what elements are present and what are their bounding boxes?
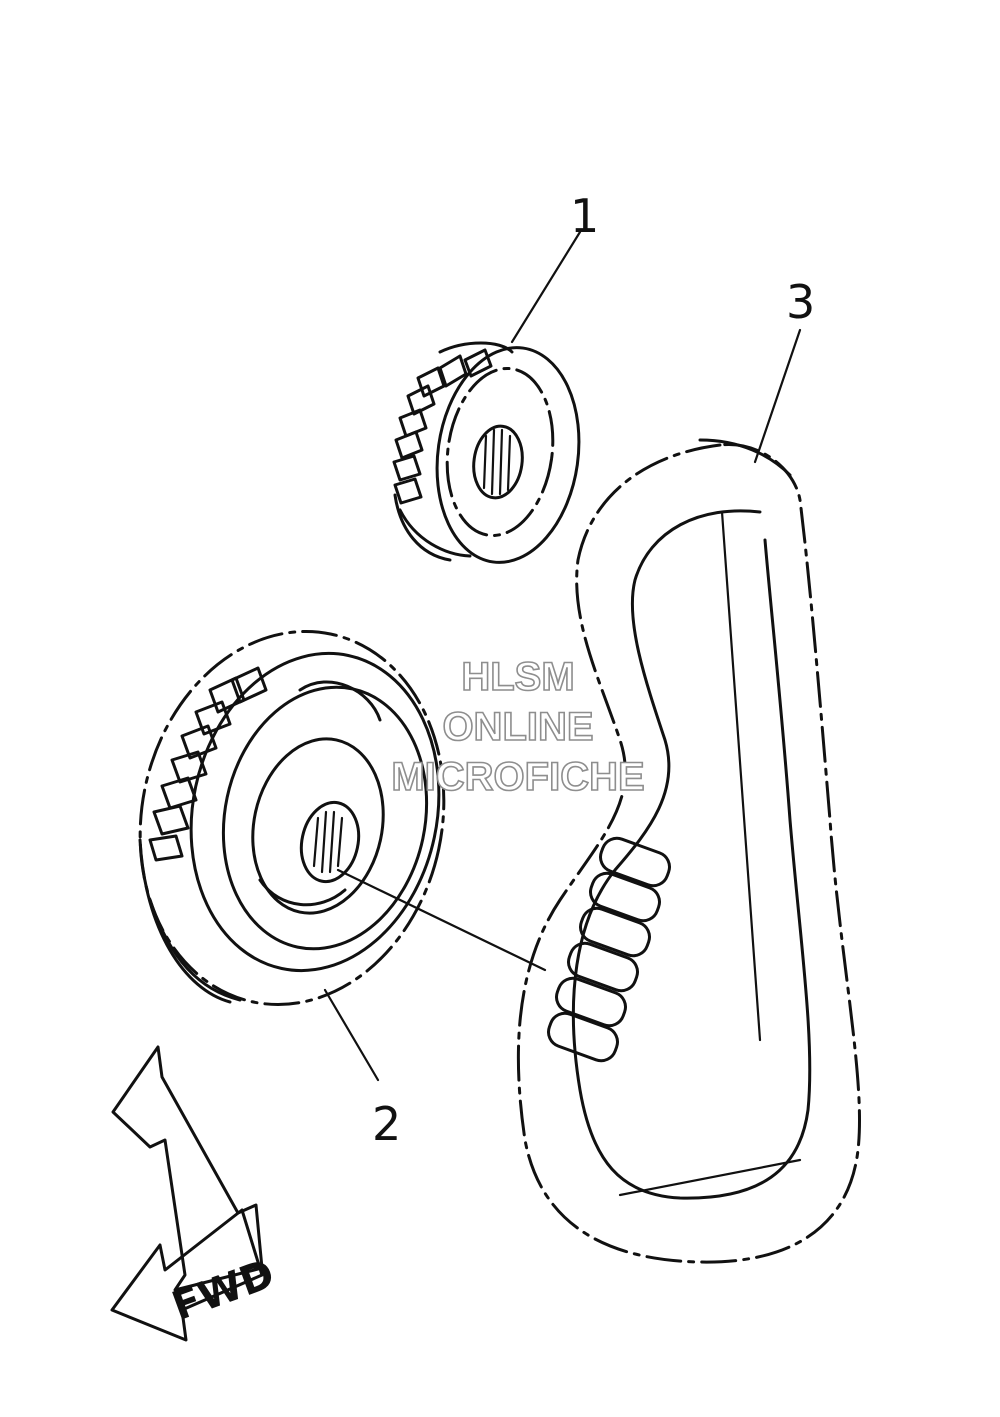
callout-number-3[interactable]: 3 (786, 275, 815, 329)
svg-text:MICROFICHE: MICROFICHE (391, 755, 644, 799)
leader-line-2 (323, 988, 380, 1082)
part-3-drive-chain[interactable] (336, 438, 861, 1264)
part-1-small-gear[interactable] (392, 338, 592, 571)
callout-number-1[interactable]: 1 (570, 189, 599, 243)
fwd-arrow-icon (111, 1045, 264, 1292)
fwd-arrow-outline (110, 1208, 264, 1342)
svg-text:HLSM: HLSM (461, 655, 574, 699)
leader-line-3 (753, 328, 802, 464)
leader-line-1 (510, 230, 582, 344)
callout-number-2[interactable]: 2 (372, 1097, 401, 1151)
part-2-large-sprocket[interactable] (106, 603, 478, 1033)
svg-text:ONLINE: ONLINE (442, 705, 593, 749)
watermark: HLSM ONLINE MICROFICHE (391, 654, 646, 800)
